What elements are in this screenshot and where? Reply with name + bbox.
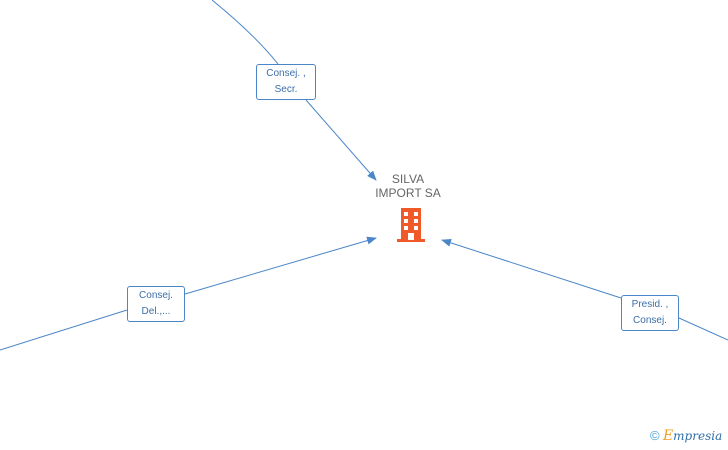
company-name-line2: IMPORT SA — [375, 186, 441, 200]
relation-label-left-line1: Consej. — [139, 290, 173, 301]
brand-logo-text: mpresia — [673, 429, 723, 443]
company-node[interactable]: SILVA IMPORT SA — [358, 172, 458, 200]
relation-label-top-line2: Secr. — [274, 84, 298, 95]
relation-label-left[interactable]: Consej. Del.,... — [127, 286, 185, 322]
copyright-symbol: © — [650, 428, 660, 443]
relation-label-top[interactable]: Consej. , Secr. — [256, 64, 316, 100]
building-icon[interactable] — [395, 208, 427, 242]
relation-label-top-line1: Consej. , — [266, 68, 306, 79]
company-name-line1: SILVA — [391, 172, 425, 186]
edge-top — [211, 0, 376, 180]
edge-left — [0, 238, 376, 351]
relation-label-right[interactable]: Presid. , Consej. — [621, 295, 679, 331]
relation-label-right-line1: Presid. , — [631, 299, 669, 310]
brand-logo-e: E — [662, 428, 674, 444]
relation-label-right-line2: Consej. — [633, 315, 667, 326]
relation-label-left-line2: Del.,... — [141, 306, 171, 317]
edge-right — [442, 240, 728, 341]
brand-watermark: © Empresia — [650, 428, 722, 444]
